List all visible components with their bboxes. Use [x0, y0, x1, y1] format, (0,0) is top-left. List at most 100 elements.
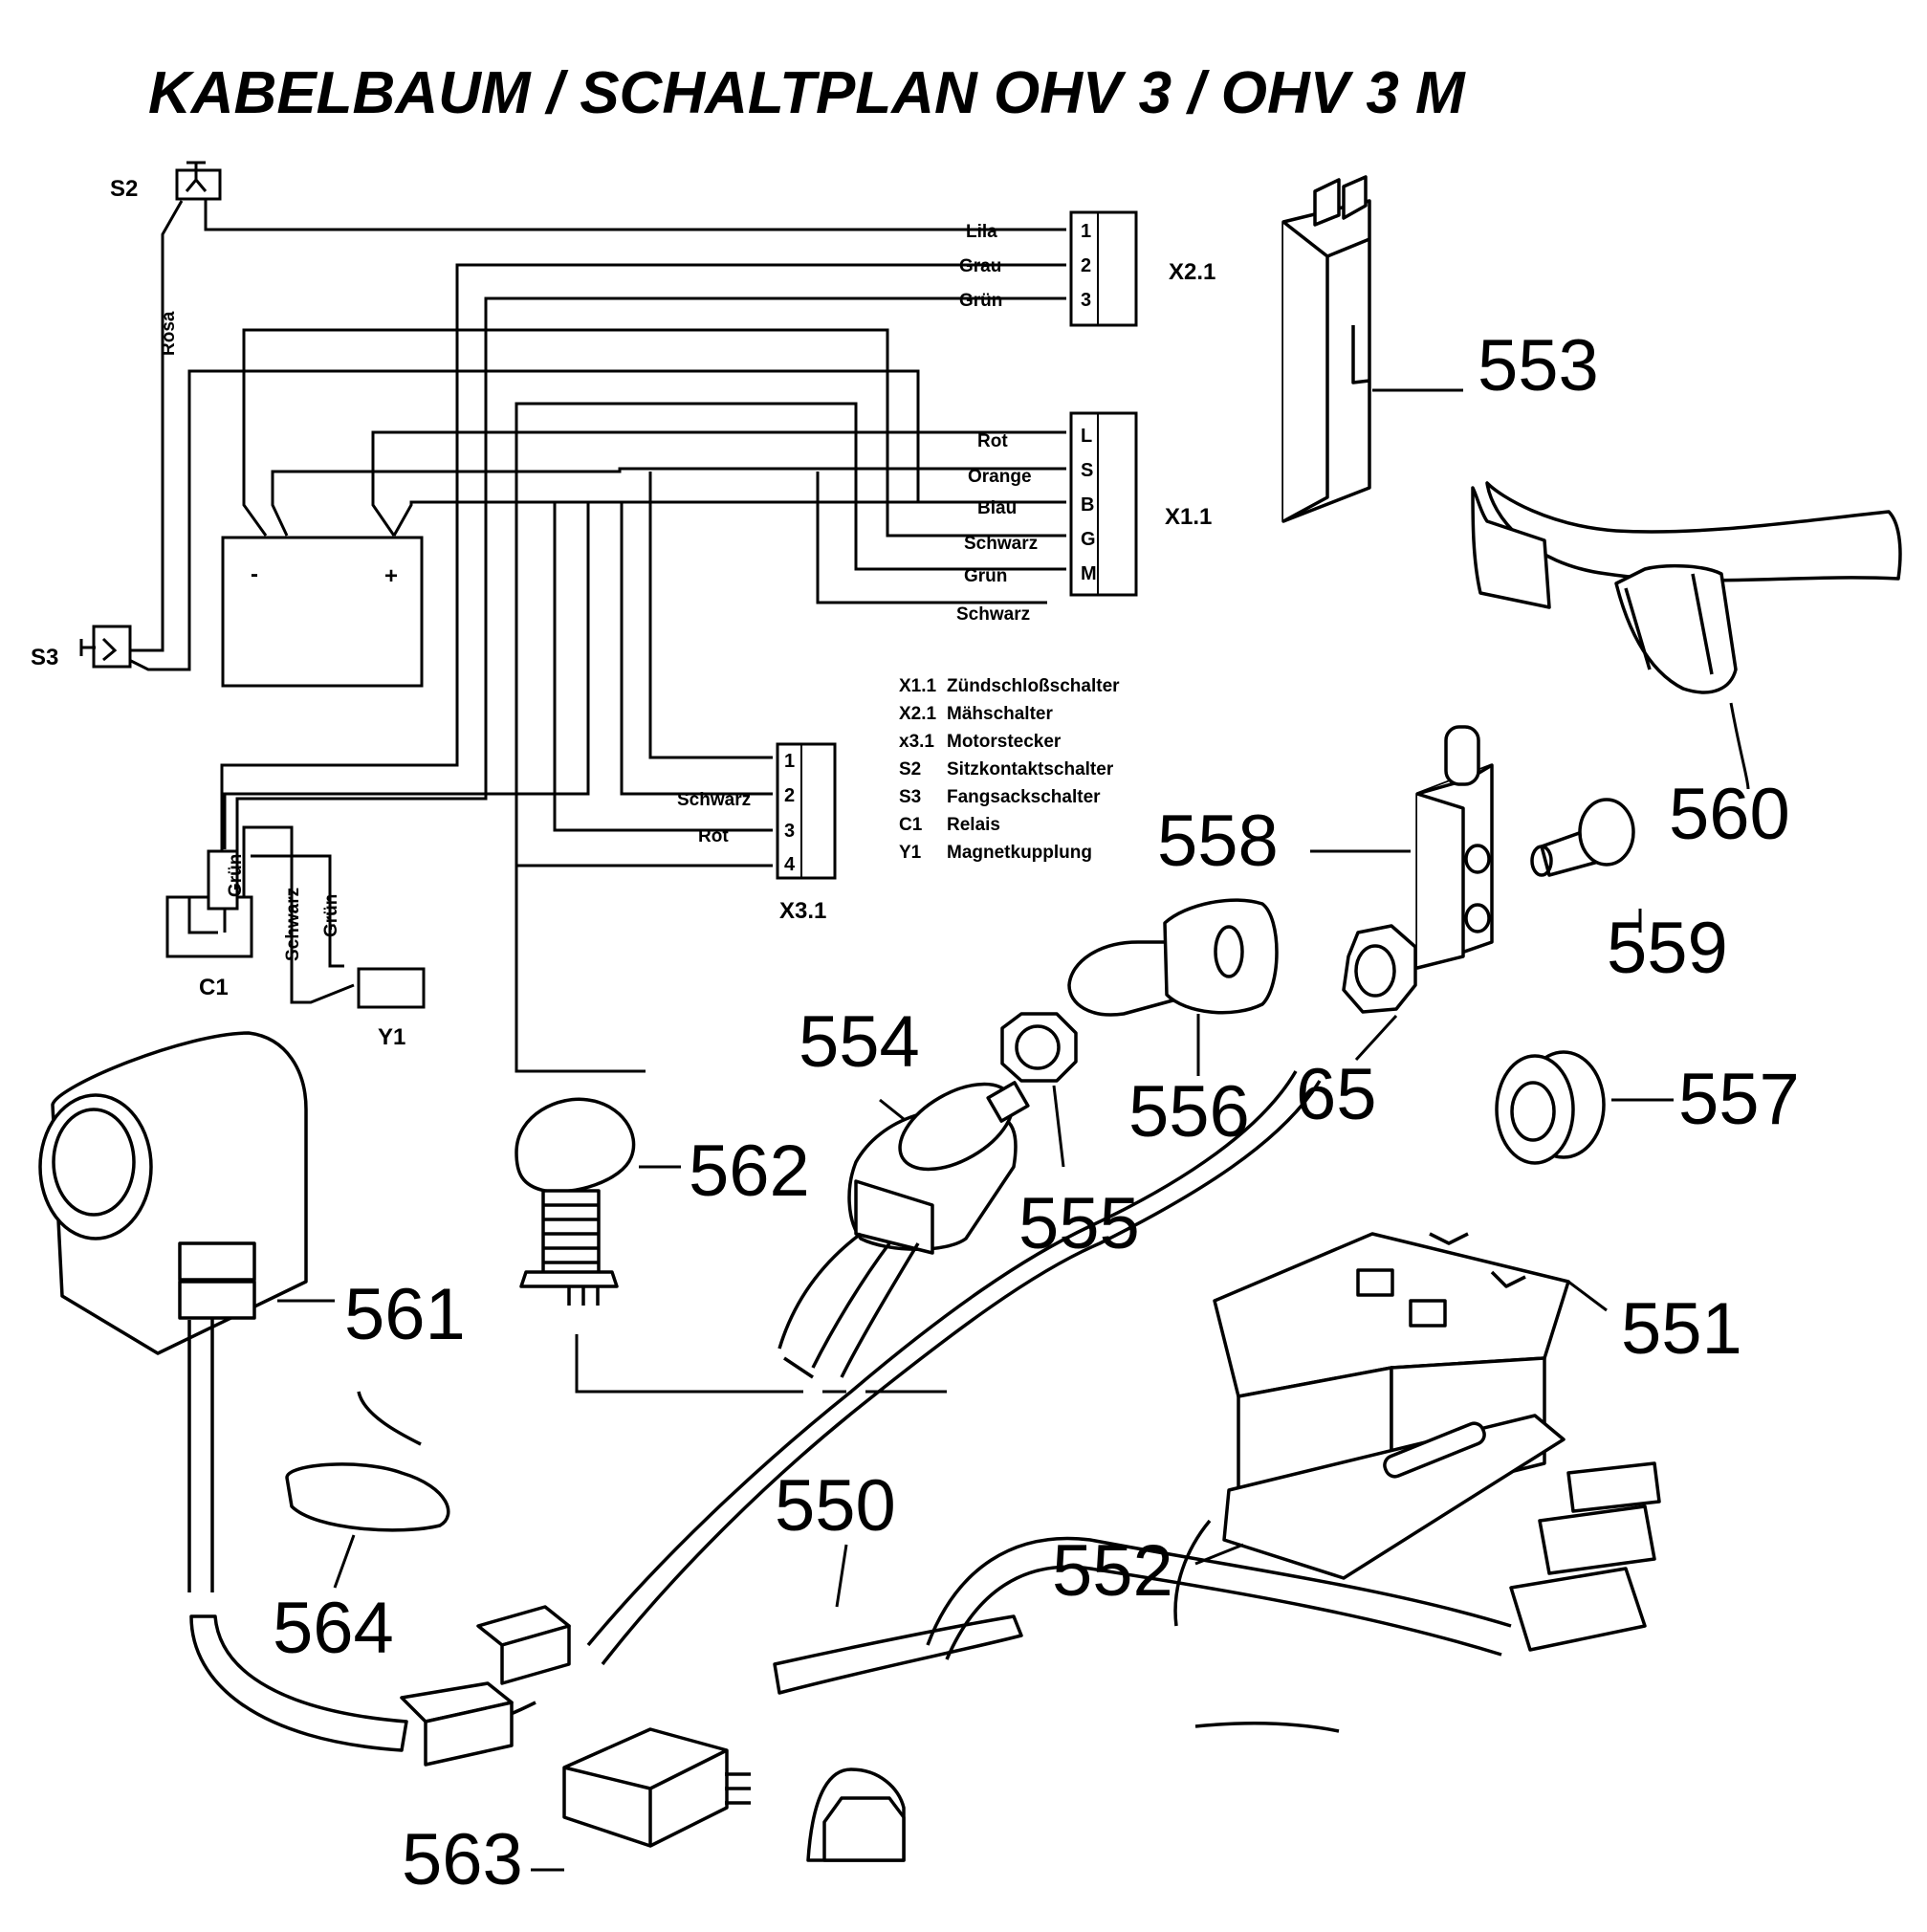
battery-plus: +: [384, 563, 398, 589]
x11-label: X1.1: [1165, 504, 1212, 530]
c1-label: C1: [199, 975, 229, 1000]
wire-label-gruen-m: Grün: [964, 566, 1007, 586]
connector-x11: L S B G M X1.1: [1069, 411, 1212, 597]
x31-pin-1: 1: [784, 751, 795, 772]
x21-label: X2.1: [1169, 259, 1215, 285]
wire-label-gruen-y1: Grün: [321, 894, 341, 937]
x21-pin-1: 1: [1081, 221, 1091, 242]
wire-label-blau: Blau: [977, 498, 1017, 518]
x31-pin-2: 2: [784, 785, 795, 806]
wire-label-schwarz-g: Schwarz: [964, 534, 1038, 554]
wire-label-schwarz-x31: Schwarz: [677, 790, 751, 810]
wire-lila: [204, 196, 1066, 231]
battery-minus: -: [251, 561, 258, 587]
part-number-65: 65: [1296, 1054, 1377, 1135]
legend-text-4: Fangsackschalter: [947, 787, 1101, 807]
part-557-grommet: [1495, 1050, 1606, 1165]
legend-code-3: S2: [899, 759, 921, 779]
part-554-ignition: [777, 1081, 1030, 1379]
part-number-564: 564: [273, 1588, 394, 1669]
wire-schwarz-y1: [242, 825, 355, 1004]
part-plug-harness: [476, 1605, 571, 1685]
x11-pin-s: S: [1081, 460, 1093, 481]
legend-text-3: Sitzkontaktschalter: [947, 759, 1114, 779]
x11-pin-b: B: [1081, 494, 1094, 516]
wire-gruen-y1: [251, 854, 344, 968]
x21-pin-3: 3: [1081, 290, 1091, 311]
wire-label-lila: Lila: [966, 222, 997, 242]
part-number-551: 551: [1621, 1288, 1742, 1370]
part-562-button: [515, 1097, 947, 1394]
part-number-550: 550: [775, 1465, 896, 1547]
part-555-nut: [1000, 1012, 1078, 1083]
relay-c1: C1: [165, 849, 253, 1000]
x11-pin-l: L: [1081, 426, 1092, 447]
part-563-relay: [562, 1727, 751, 1848]
wire-label-gruen-c1: Grün: [226, 854, 246, 897]
part-564-clip: [285, 1391, 450, 1532]
part-561-housing: [38, 1031, 408, 1752]
x11-pin-g: G: [1081, 529, 1096, 550]
wire-gruen-x21: [235, 296, 1066, 918]
wire-label-schwarz-y1: Schwarz: [283, 888, 303, 961]
wire-grau: [220, 263, 1066, 918]
wire-x31-2: [223, 500, 773, 849]
x11-pin-m: M: [1081, 563, 1097, 584]
wire-x31-1: [648, 472, 773, 759]
wire-schwarz-g: [242, 328, 1066, 538]
part-553-bracket: [1281, 175, 1371, 523]
part-number-562: 562: [689, 1131, 810, 1212]
part-number-561: 561: [344, 1274, 466, 1355]
wire-gruen-m: [515, 402, 1066, 1073]
part-556-key: [1067, 898, 1279, 1017]
wire-label-schwarz-m: Schwarz: [956, 604, 1030, 625]
part-number-556: 556: [1128, 1071, 1250, 1153]
part-number-554: 554: [799, 1001, 920, 1083]
part-numbers: 553 560 558 559 556 65 557 554 555 562 5…: [273, 325, 1800, 1900]
page-title: KABELBAUM / SCHALTPLAN OHV 3 / OHV 3 M: [148, 60, 1466, 126]
wire-labels: Lila Grau Grün Rot Orange Blau Schwarz G…: [159, 222, 1038, 961]
x31-label: X3.1: [779, 898, 826, 924]
legend-code-5: C1: [899, 815, 923, 835]
switch-s2: S2: [110, 161, 222, 202]
part-number-563: 563: [402, 1819, 523, 1900]
x21-pin-2: 2: [1081, 255, 1091, 276]
legend-text-5: Relais: [947, 815, 1000, 835]
part-number-555: 555: [1018, 1183, 1140, 1264]
part-number-552: 552: [1052, 1530, 1173, 1612]
part-550-harness: [429, 1070, 1661, 1862]
part-558-switch: [1415, 725, 1494, 970]
wire-label-rosa: Rosa: [159, 311, 179, 356]
s2-label: S2: [110, 176, 138, 202]
connector-x21: 1 2 3 X2.1: [1069, 210, 1215, 327]
x31-pin-4: 4: [784, 854, 796, 875]
wire-label-orange: Orange: [968, 467, 1032, 487]
wire-label-gruen: Grün: [959, 291, 1002, 311]
part-560-strap: [1471, 481, 1902, 694]
legend-text-2: Motorstecker: [947, 732, 1062, 752]
legend-text-1: Mähschalter: [947, 704, 1053, 724]
legend-text-6: Magnetkupplung: [947, 843, 1092, 863]
x31-pin-3: 3: [784, 821, 795, 842]
part-number-553: 553: [1478, 325, 1599, 406]
wire-rot-l: [371, 430, 1066, 537]
legend-code-6: Y1: [899, 843, 922, 863]
clutch-y1: Y1: [357, 967, 426, 1050]
part-559-screw: [1530, 798, 1635, 877]
switch-s3: S3: [31, 625, 132, 670]
battery: - +: [221, 536, 424, 688]
legend-code-1: X2.1: [899, 704, 937, 724]
wire-rosa: [129, 200, 184, 652]
connector-x31: 1 2 3 4 X3.1: [776, 742, 837, 924]
part-plug-563-cable: [400, 1681, 514, 1767]
legend-code-4: S3: [899, 787, 921, 807]
wire-blau: [392, 500, 1033, 537]
wire-label-rot-x31: Rot: [698, 826, 729, 846]
part-552-plate: [1222, 1414, 1566, 1580]
wire-orange: [271, 467, 1066, 537]
s3-label: S3: [31, 645, 58, 670]
y1-label: Y1: [378, 1024, 405, 1050]
wire-label-grau: Grau: [959, 256, 1001, 276]
wire-x31-3: [553, 502, 773, 832]
